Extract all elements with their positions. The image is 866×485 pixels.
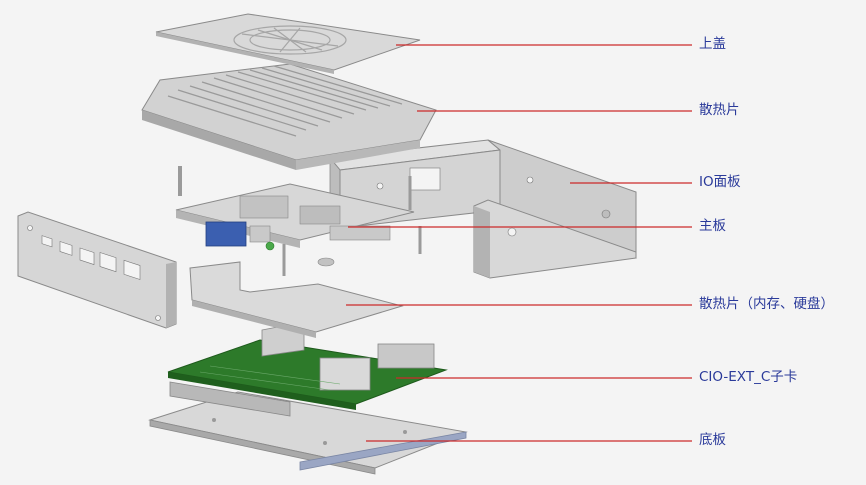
label-motherboard: 主板 (699, 218, 726, 234)
heatsink-part (141, 63, 437, 170)
heatsink-memory-disk-part (189, 261, 404, 338)
label-io-panel: IO面板 (699, 174, 741, 190)
top-cover-part (155, 13, 421, 74)
cio-ext-c-card-part (167, 339, 448, 417)
io-bracket-plate-part (17, 211, 177, 329)
label-cio-ext-c-card: CIO-EXT_C子卡 (699, 369, 798, 385)
label-top-cover: 上盖 (699, 36, 726, 52)
motherboard-part (175, 166, 422, 276)
leader-lines (346, 44, 692, 442)
label-heatsink: 散热片 (699, 102, 740, 118)
label-heatsink-memory-disk: 散热片（内存、硬盘） (699, 296, 834, 312)
label-bottom-plate: 底板 (699, 432, 726, 448)
